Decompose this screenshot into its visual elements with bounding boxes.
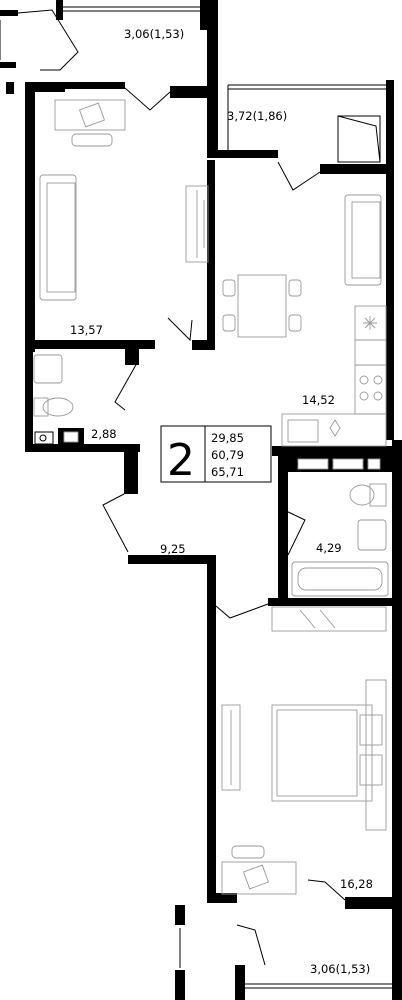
furniture — [33, 99, 392, 895]
room-area-wc: 2,88 — [91, 427, 117, 441]
room-area-balcony-top: 3,06(1,53) — [124, 27, 184, 41]
room-area-kitchen: 14,52 — [302, 393, 335, 407]
summary-box: 2 29,85 60,79 65,71 — [160, 425, 272, 486]
total-with-balconies: 65,71 — [211, 465, 244, 479]
room-area-living: 13,57 — [70, 323, 103, 337]
room-labels: 3,06(1,53) 3,72(1,86) 13,57 14,52 2,88 9… — [70, 27, 373, 976]
room-area-balcony-bottom: 3,06(1,53) — [310, 962, 370, 976]
doors — [102, 87, 346, 966]
room-area-bedroom: 16,28 — [340, 877, 373, 891]
room-area-bathroom: 4,29 — [316, 541, 342, 555]
total-area: 60,79 — [211, 448, 244, 462]
top-balcony — [0, 0, 207, 94]
room-area-hall: 9,25 — [160, 542, 186, 556]
walls — [25, 0, 402, 1000]
rooms-count: 2 — [167, 435, 195, 486]
room-area-loggia: 3,72(1,86) — [227, 109, 287, 123]
living-area: 29,85 — [211, 431, 244, 445]
